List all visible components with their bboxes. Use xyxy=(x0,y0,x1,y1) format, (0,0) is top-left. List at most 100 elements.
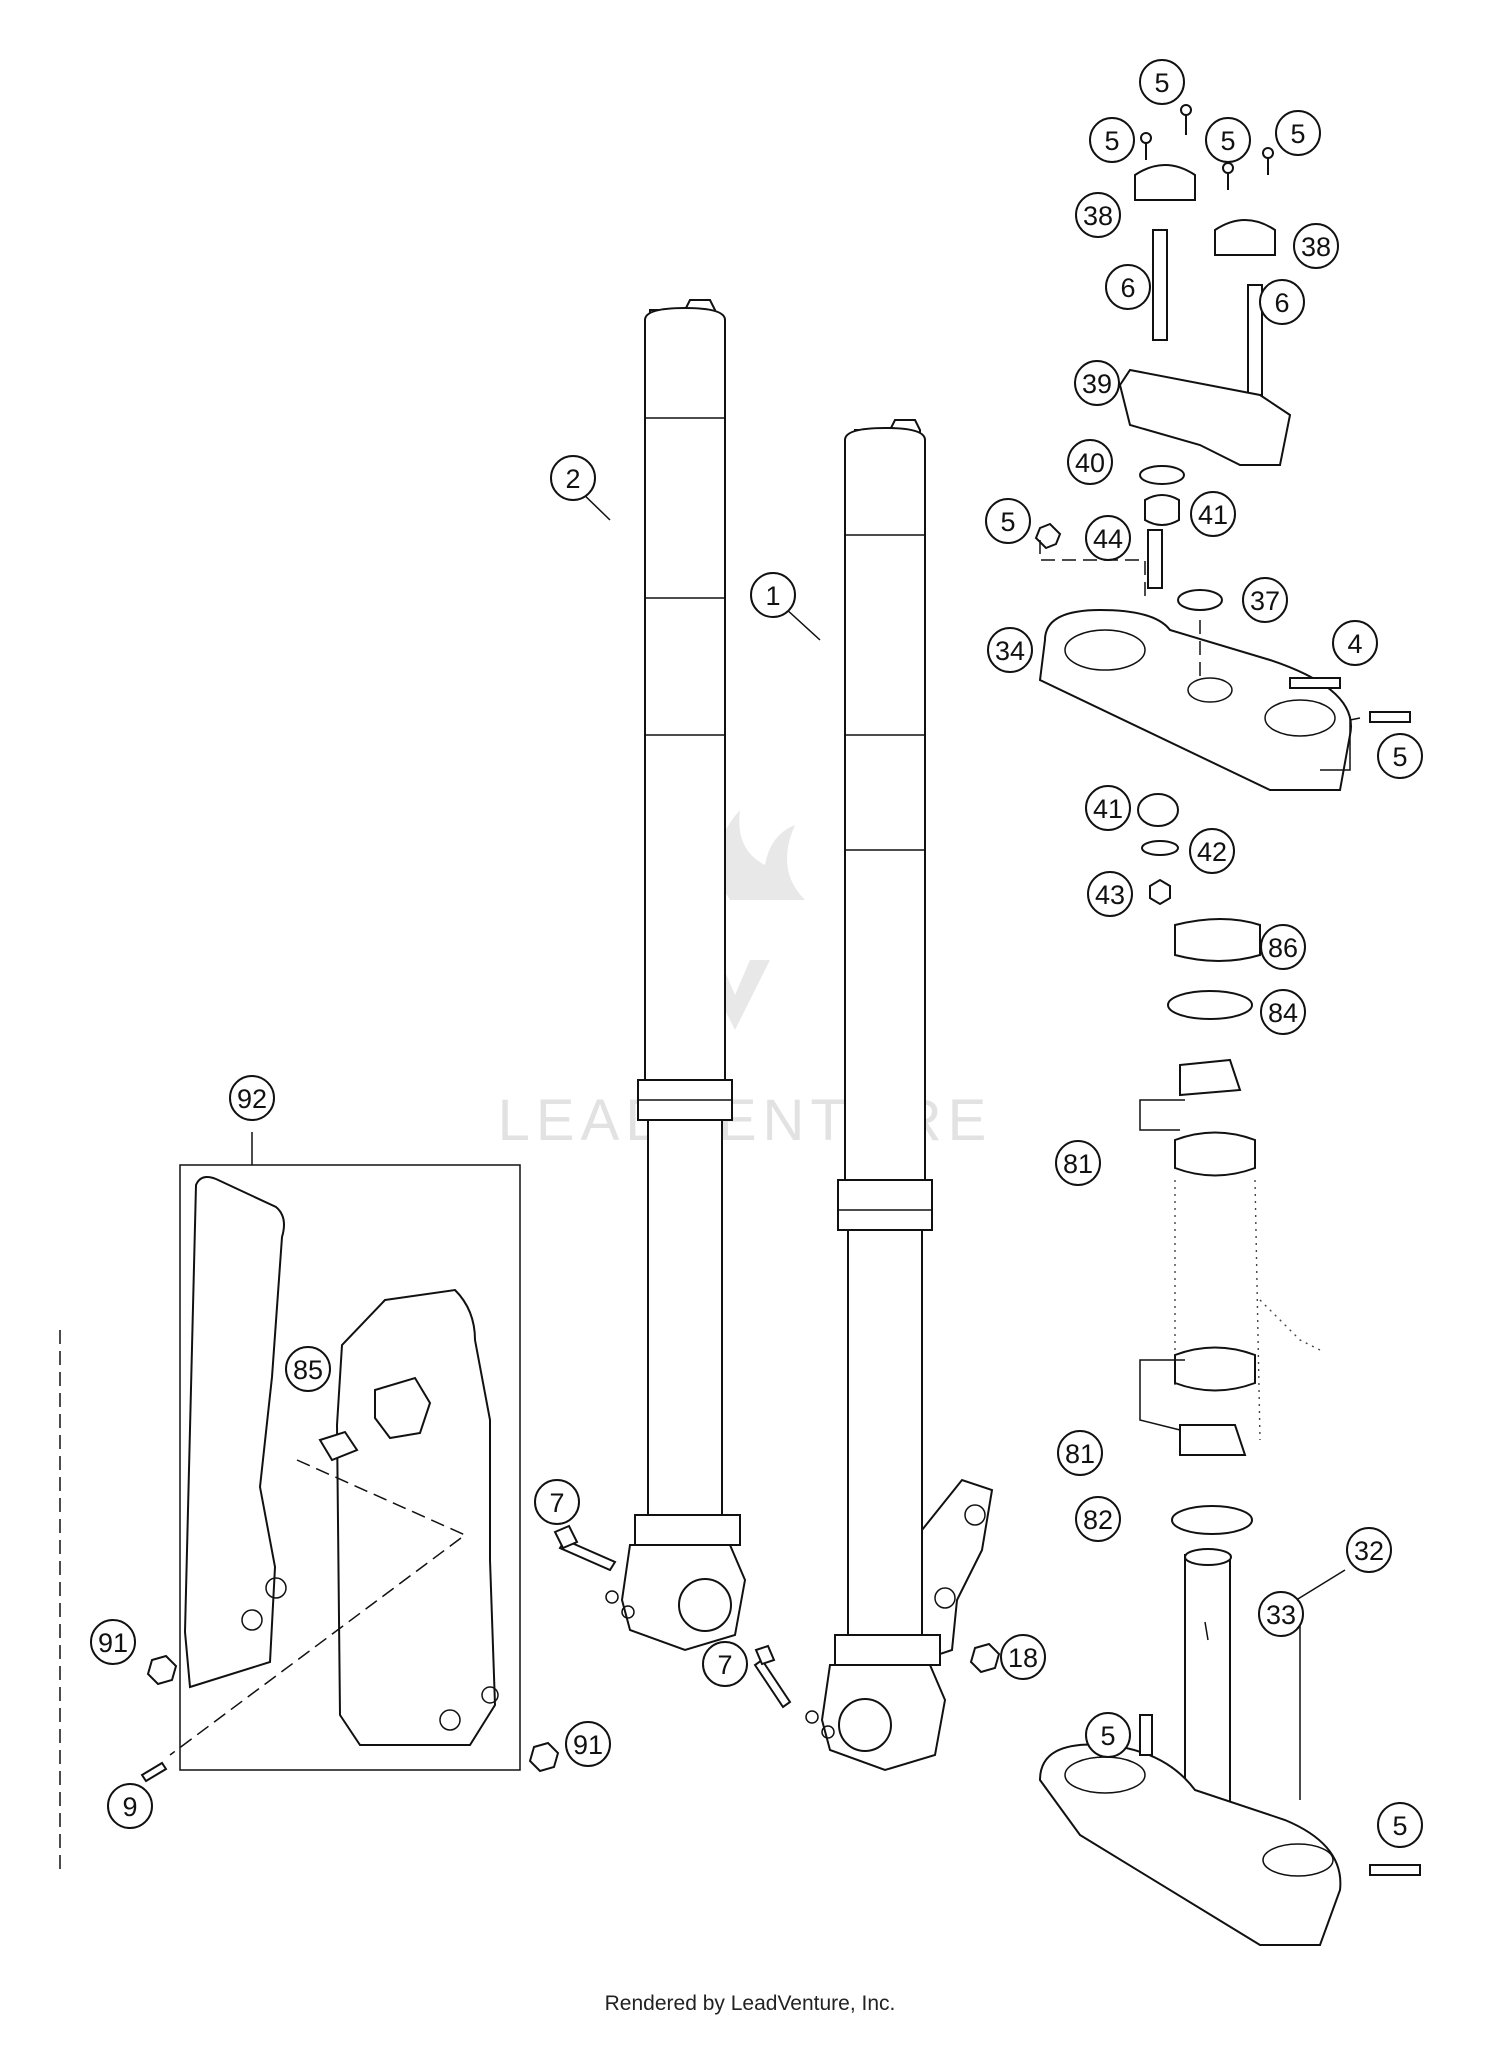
callout-circle xyxy=(1055,1140,1101,1186)
bearing-race-81-a xyxy=(1174,1131,1256,1177)
clamp-38-b xyxy=(1214,219,1276,256)
callout-41[interactable]: 41 xyxy=(1085,785,1131,831)
callout-43[interactable]: 43 xyxy=(1087,871,1133,917)
clip-85 xyxy=(318,1430,359,1462)
callout-label: 37 xyxy=(1250,586,1280,616)
callout-label: 18 xyxy=(1008,1643,1038,1673)
handlebar-clamp-assembly xyxy=(1034,104,1292,589)
callout-38[interactable]: 38 xyxy=(1293,223,1339,269)
callout-5[interactable]: 5 xyxy=(1139,59,1185,105)
callout-label: 6 xyxy=(1274,288,1289,318)
callout-2[interactable]: 2 xyxy=(550,455,596,501)
fork-guard-set-frame xyxy=(179,1164,521,1771)
screw-91-a xyxy=(146,1654,178,1686)
callout-circle xyxy=(285,1346,331,1392)
callout-label: 5 xyxy=(1392,1811,1407,1841)
callout-6[interactable]: 6 xyxy=(1259,279,1305,325)
callout-5[interactable]: 5 xyxy=(1089,117,1135,163)
callout-circle xyxy=(1067,439,1113,485)
callout-91[interactable]: 91 xyxy=(90,1619,136,1665)
callout-91[interactable]: 91 xyxy=(565,1721,611,1767)
upper-tube-1 xyxy=(844,426,926,1186)
callout-circle xyxy=(1000,1634,1046,1680)
callout-39[interactable]: 39 xyxy=(1074,360,1120,406)
callout-85[interactable]: 85 xyxy=(285,1346,331,1392)
callout-92[interactable]: 92 xyxy=(229,1075,275,1121)
lower-triple-clamp-32 xyxy=(1038,1548,1421,1946)
callout-5[interactable]: 5 xyxy=(1085,1712,1131,1758)
callout-circle xyxy=(1085,1712,1131,1758)
callout-41[interactable]: 41 xyxy=(1190,491,1236,537)
screw-91-b xyxy=(528,1741,560,1773)
callout-7[interactable]: 7 xyxy=(702,1641,748,1687)
bolt-5-h xyxy=(1369,1864,1421,1876)
callout-6[interactable]: 6 xyxy=(1105,264,1151,310)
callout-38[interactable]: 38 xyxy=(1075,192,1121,238)
callout-81[interactable]: 81 xyxy=(1057,1430,1103,1476)
callout-1[interactable]: 1 xyxy=(750,572,796,618)
callout-7[interactable]: 7 xyxy=(534,1479,580,1525)
callout-9[interactable]: 9 xyxy=(107,1783,153,1829)
callout-5[interactable]: 5 xyxy=(985,498,1031,544)
bolt-6-a xyxy=(1152,229,1168,341)
callout-5[interactable]: 5 xyxy=(1377,733,1423,779)
pin-44 xyxy=(1147,529,1163,589)
callout-label: 81 xyxy=(1065,1439,1095,1469)
fork-guard-left xyxy=(183,1176,285,1689)
callout-label: 82 xyxy=(1083,1505,1113,1535)
callout-44[interactable]: 44 xyxy=(1085,515,1131,561)
callout-label: 39 xyxy=(1082,369,1112,399)
callout-circle xyxy=(1087,871,1133,917)
bearing-81-b xyxy=(1179,1424,1247,1456)
callout-circle xyxy=(1139,59,1185,105)
footer-credit: Rendered by LeadVenture, Inc. xyxy=(604,1992,896,2015)
callout-circle xyxy=(1075,1496,1121,1542)
callout-4[interactable]: 4 xyxy=(1332,620,1378,666)
fork-guard-set-92 xyxy=(140,1132,560,1783)
watermark-flame-icon xyxy=(717,810,805,900)
callout-label: 1 xyxy=(765,581,780,611)
callout-32[interactable]: 32 xyxy=(1346,1527,1392,1573)
bearing-race-81-b xyxy=(1174,1346,1256,1392)
fork-guard-right xyxy=(335,1288,497,1746)
callout-33[interactable]: 33 xyxy=(1258,1591,1304,1637)
nut-37 xyxy=(1177,589,1223,611)
callout-label: 41 xyxy=(1198,500,1228,530)
callout-5[interactable]: 5 xyxy=(1377,1802,1423,1848)
callout-circle xyxy=(987,627,1033,673)
callout-42[interactable]: 42 xyxy=(1189,828,1235,874)
callout-label: 92 xyxy=(237,1084,267,1114)
callout-circle xyxy=(1085,785,1131,831)
lower-tube-2 xyxy=(647,1119,723,1521)
callout-circle xyxy=(750,572,796,618)
callout-circle xyxy=(1260,924,1306,970)
callout-label: 5 xyxy=(1392,742,1407,772)
dust-seal-84 xyxy=(1167,990,1253,1020)
callout-circle xyxy=(1189,828,1235,874)
callout-circle xyxy=(1293,223,1339,269)
callout-label: 6 xyxy=(1120,273,1135,303)
washer-42 xyxy=(1141,840,1179,856)
callout-82[interactable]: 82 xyxy=(1075,1496,1121,1542)
callout-40[interactable]: 40 xyxy=(1067,439,1113,485)
callout-81[interactable]: 81 xyxy=(1055,1140,1101,1186)
callout-18[interactable]: 18 xyxy=(1000,1634,1046,1680)
callout-label: 7 xyxy=(549,1488,564,1518)
callout-86[interactable]: 86 xyxy=(1260,924,1306,970)
callout-84[interactable]: 84 xyxy=(1260,989,1306,1035)
callout-circle xyxy=(1057,1430,1103,1476)
callout-label: 38 xyxy=(1301,232,1331,262)
guard-clamp xyxy=(374,1376,432,1440)
callout-label: 5 xyxy=(1000,507,1015,537)
callout-label: 5 xyxy=(1220,126,1235,156)
callout-37[interactable]: 37 xyxy=(1242,577,1288,623)
bolt-7-a xyxy=(553,1524,617,1572)
callout-34[interactable]: 34 xyxy=(987,627,1033,673)
callout-label: 7 xyxy=(717,1650,732,1680)
seal-82 xyxy=(1171,1505,1253,1535)
callout-5[interactable]: 5 xyxy=(1275,110,1321,156)
callout-5[interactable]: 5 xyxy=(1205,117,1251,163)
callout-circle xyxy=(1377,733,1423,779)
callout-label: 91 xyxy=(98,1628,128,1658)
